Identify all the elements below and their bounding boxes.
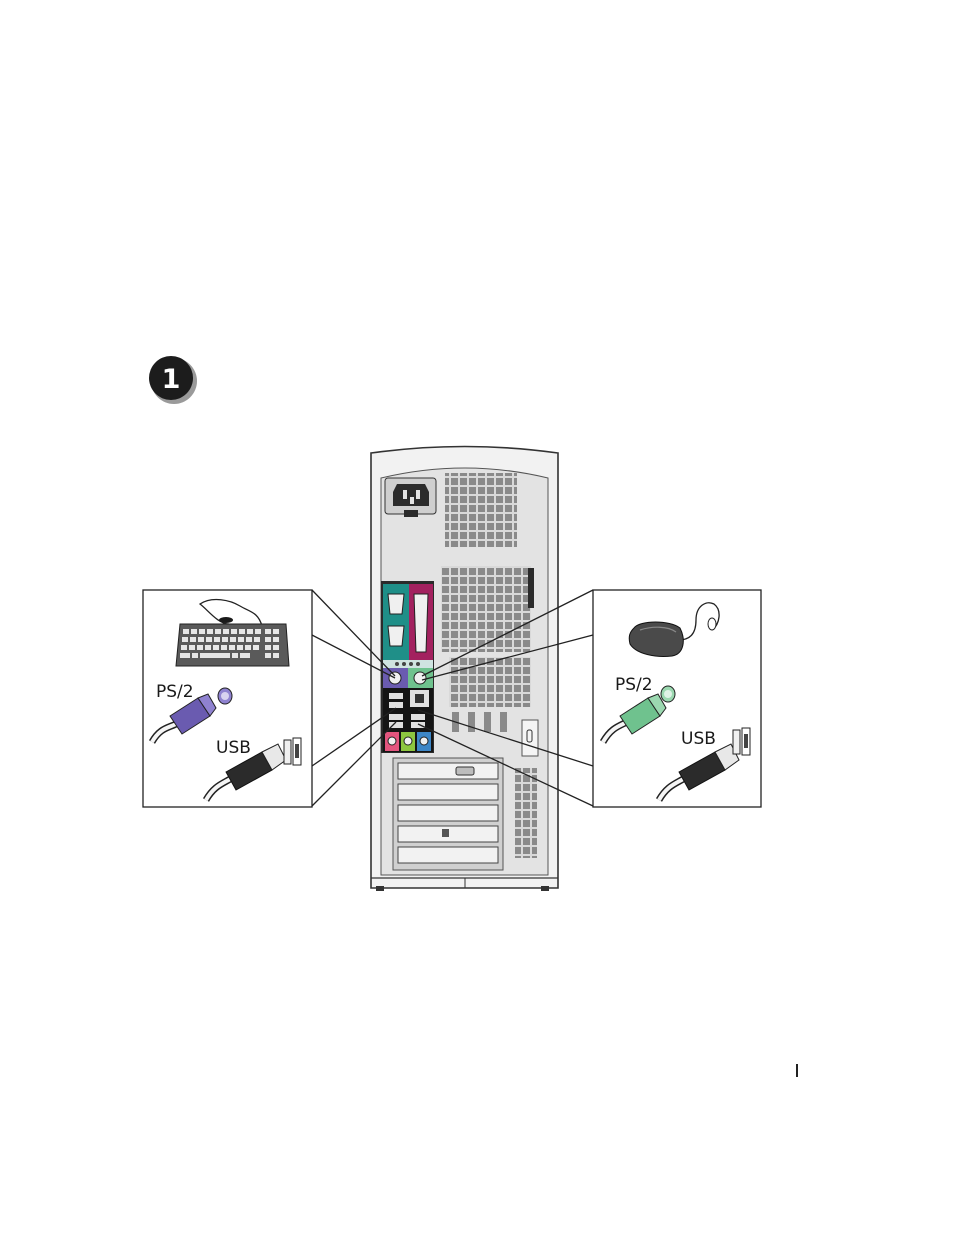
keyboard-callout: PS/2 USB (143, 590, 312, 807)
step-number: 1 (162, 364, 181, 395)
mouse-ps2-label: PS/2 (615, 675, 653, 695)
page-edge-marker (796, 1064, 798, 1077)
fan-vent-middle (441, 566, 531, 652)
side-vent (515, 768, 537, 858)
power-socket (385, 478, 436, 517)
mouse-callout: PS/2 USB (593, 590, 761, 807)
vent-lower (449, 657, 531, 707)
fan-vent-top (445, 473, 517, 547)
keyboard-usb-label: USB (216, 738, 251, 758)
step-badge-icon: 1 (149, 356, 197, 404)
expansion-slots (393, 758, 503, 870)
mouse-usb-label: USB (681, 729, 716, 749)
keyboard-ps2-label: PS/2 (156, 682, 194, 702)
